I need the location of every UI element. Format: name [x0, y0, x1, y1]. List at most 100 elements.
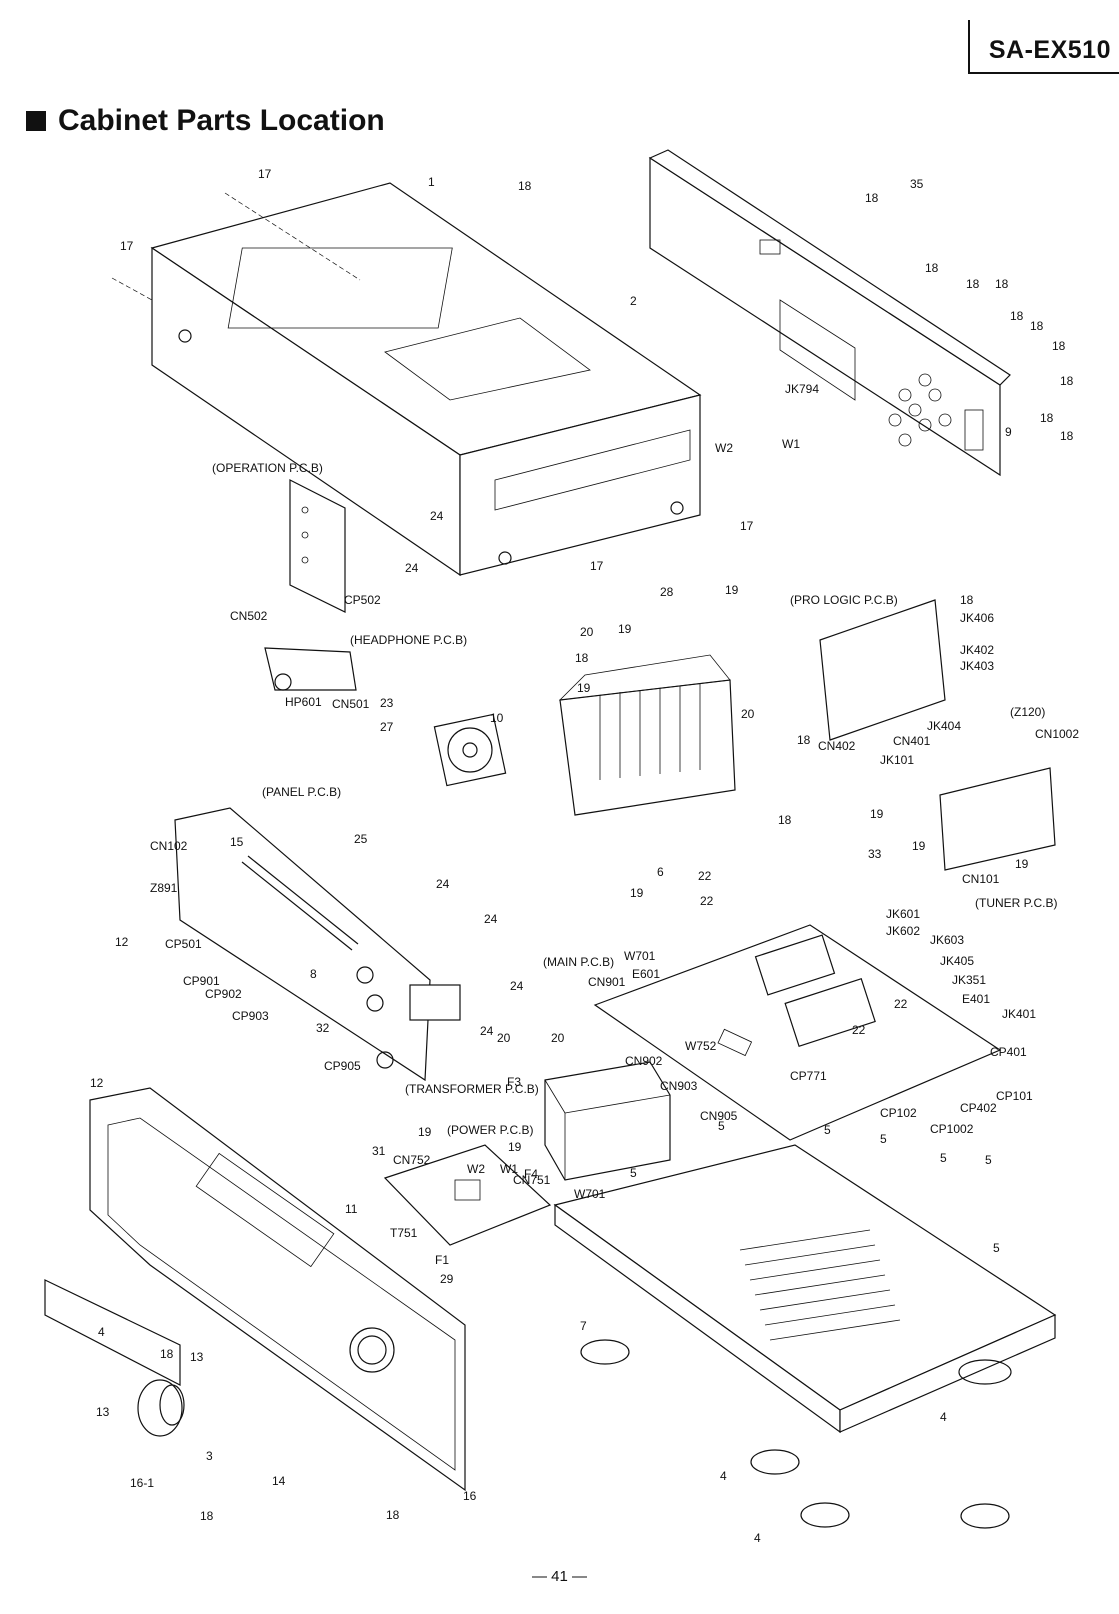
power-pcb	[383, 1144, 552, 1246]
tuner-pcb	[939, 767, 1056, 871]
callout-label: 15	[230, 835, 244, 849]
callout-label: 9	[1005, 425, 1012, 439]
callout-label: 20	[580, 625, 594, 639]
callout-label: F1	[435, 1253, 449, 1267]
rear-panel	[648, 149, 1011, 477]
callout-label: 17	[120, 239, 134, 253]
callout-label: JK101	[880, 753, 914, 767]
callout-label: 18	[1010, 309, 1024, 323]
callout-label: 5	[985, 1153, 992, 1167]
callout-label: W701	[624, 949, 656, 963]
callout-label: 18	[797, 733, 811, 747]
callout-label: 5	[718, 1119, 725, 1133]
callout-label: 16-1	[130, 1476, 154, 1490]
heat-sink	[558, 654, 736, 816]
callout-label: 18	[960, 593, 974, 607]
callout-label: 5	[993, 1241, 1000, 1255]
feet	[580, 1339, 1010, 1529]
power-transformer	[544, 1061, 671, 1181]
callout-label: 14	[272, 1474, 286, 1488]
callout-label: 5	[630, 1166, 637, 1180]
board-labels: (OPERATION P.C.B) (HEADPHONE P.C.B) (PAN…	[212, 461, 1057, 1137]
cooling-fan	[433, 713, 507, 787]
callout-label: F4	[524, 1167, 538, 1181]
callout-label: 22	[894, 997, 908, 1011]
callout-label: CP1002	[930, 1122, 974, 1136]
callout-label: E401	[962, 992, 990, 1006]
callout-label: CN751	[513, 1173, 551, 1187]
callout-label: CN102	[150, 839, 188, 853]
top-cabinet	[111, 182, 702, 577]
callout-label: 18	[925, 261, 939, 275]
callout-label: CN902	[625, 1054, 663, 1068]
callout-label: F3	[507, 1075, 521, 1089]
callout-label: 18	[160, 1347, 174, 1361]
callout-label: HP601	[285, 695, 322, 709]
callout-label: CN905	[700, 1109, 738, 1123]
callout-label: JK603	[930, 933, 964, 947]
callout-label: 22	[698, 869, 712, 883]
callout-label: 18	[995, 277, 1009, 291]
callout-label: 20	[551, 1031, 565, 1045]
callout-label: 33	[868, 847, 882, 861]
page-number: — 41 —	[531, 1568, 588, 1585]
callout-label: JK403	[960, 659, 994, 673]
callout-label: 17	[258, 167, 272, 181]
callout-label: 13	[96, 1405, 110, 1419]
callout-label: JK794	[785, 382, 819, 396]
callout-label: CP102	[880, 1106, 917, 1120]
callout-label: 35	[910, 177, 924, 191]
callout-label: 6	[657, 865, 664, 879]
callout-label: CP501	[165, 937, 202, 951]
callout-label: 19	[618, 622, 632, 636]
label-pro-logic-pcb: (PRO LOGIC P.C.B)	[790, 593, 898, 607]
callout-label: JK404	[927, 719, 961, 733]
callout-label: 5	[940, 1151, 947, 1165]
callout-label: CN901	[588, 975, 626, 989]
callout-label: T751	[390, 1226, 418, 1240]
callout-label: 23	[380, 696, 394, 710]
callout-label: 18	[1040, 411, 1054, 425]
callout-label: 11	[345, 1202, 358, 1216]
callout-label: 18	[865, 191, 879, 205]
callout-label: CN502	[230, 609, 268, 623]
callout-label: 19	[870, 807, 884, 821]
callout-label: 32	[316, 1021, 330, 1035]
callout-label: CN752	[393, 1153, 431, 1167]
callout-label: 29	[440, 1272, 454, 1286]
callout-label: JK405	[940, 954, 974, 968]
callout-label: CN401	[893, 734, 931, 748]
callout-label: CP901	[183, 974, 220, 988]
label-power-pcb: (POWER P.C.B)	[447, 1123, 533, 1137]
callout-label: 19	[725, 583, 739, 597]
callout-label: 18	[518, 179, 532, 193]
label-main-pcb: (MAIN P.C.B)	[543, 955, 614, 969]
bottom-chassis	[553, 1144, 1057, 1434]
model-number: SA-EX510	[988, 36, 1111, 64]
callout-label: 18	[1030, 319, 1044, 333]
callout-label: 13	[190, 1350, 204, 1364]
headphone-pcb	[264, 647, 357, 691]
callout-label: 18	[1060, 429, 1074, 443]
callout-label: 4	[720, 1469, 727, 1483]
callout-label: JK401	[1002, 1007, 1036, 1021]
callout-label: 18	[778, 813, 792, 827]
callout-label: 12	[90, 1076, 104, 1090]
callout-label: 10	[490, 711, 504, 725]
callout-label: 5	[880, 1132, 887, 1146]
callout-label: CN402	[818, 739, 856, 753]
callout-label: CN903	[660, 1079, 698, 1093]
callout-label: W701	[574, 1187, 606, 1201]
callout-label: 18	[200, 1509, 214, 1523]
callout-label: W2	[467, 1162, 485, 1176]
callout-label: 19	[1015, 857, 1029, 871]
callout-label: 20	[741, 707, 755, 721]
callout-label: 24	[430, 509, 444, 523]
callout-label: JK406	[960, 611, 994, 625]
pro-logic-pcb	[819, 599, 946, 741]
label-transformer-pcb: (TRANSFORMER P.C.B)	[405, 1082, 539, 1096]
callout-label: 16	[463, 1489, 477, 1503]
model-header-box	[968, 20, 1119, 74]
callout-label: 1	[428, 175, 435, 189]
callout-label: 4	[98, 1325, 105, 1339]
